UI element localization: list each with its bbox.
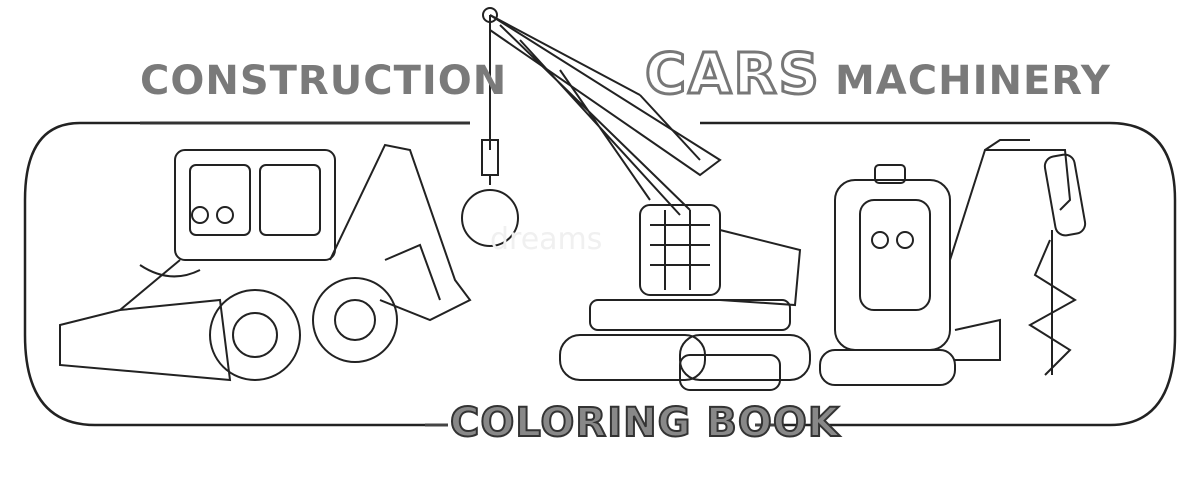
watermark: dreams <box>490 222 603 257</box>
mini-excavator-icon <box>819 139 1087 386</box>
title-construction: CONSTRUCTION <box>140 58 508 104</box>
crawler-crane-icon <box>461 7 811 391</box>
title-machinery: MACHINERY <box>835 58 1111 104</box>
backhoe-loader-icon <box>59 143 472 382</box>
title-cars: CARS <box>644 41 821 109</box>
footer-coloring-book: COLORING BOOK <box>449 399 840 447</box>
